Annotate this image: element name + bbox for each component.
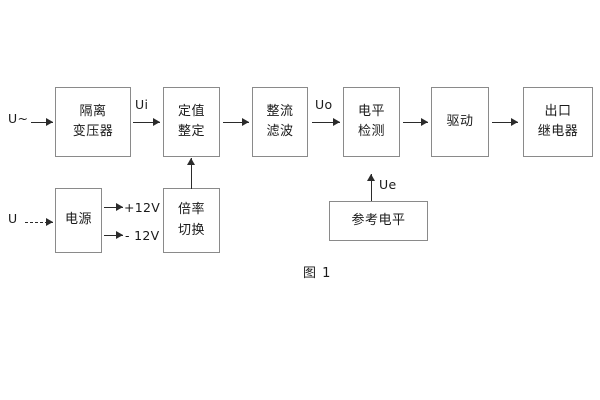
arrow-shaft: [403, 122, 428, 124]
block-label-line-1: 出口: [544, 103, 572, 119]
arrow-shaft: [104, 235, 123, 237]
signal-label-ui: Ui: [135, 97, 149, 112]
arrow-head: [116, 203, 123, 211]
arrow-ac-input-to-isolation-transformer: [31, 118, 53, 127]
block-isolation-transformer[interactable]: 隔离 变压器: [55, 87, 131, 157]
signal-label-ue: Ue: [379, 177, 397, 192]
arrow-head: [333, 118, 340, 126]
block-label-line-1: 整流: [266, 103, 294, 119]
block-reference-level[interactable]: 参考电平: [329, 201, 428, 241]
arrow-power-supply-minus-12v: [104, 231, 123, 240]
arrow-dc-input-to-power-supply: [25, 218, 53, 227]
block-label-line-2: 切换: [177, 222, 205, 238]
arrow-head: [242, 118, 249, 126]
arrow-reference-level-to-level-detect: [367, 174, 376, 201]
signal-label-ac-input: U~: [8, 111, 29, 126]
arrow-drive-to-output-relay: [492, 118, 518, 127]
signal-label-plus-12v: +12V: [124, 200, 161, 215]
arrow-level-detect-to-drive: [403, 118, 428, 127]
signal-label-dc-input: U: [8, 211, 18, 226]
block-setpoint-adjust[interactable]: 定值 整定: [163, 87, 220, 157]
arrow-shaft: [371, 174, 373, 201]
arrow-shaft: [223, 122, 249, 124]
arrow-shaft: [25, 222, 53, 223]
arrow-head: [153, 118, 160, 126]
block-multiplier-switch[interactable]: 倍率 切换: [163, 188, 220, 253]
figure-caption: 图 1: [303, 266, 332, 281]
block-label-line-1: 隔离: [79, 103, 107, 119]
arrow-head: [511, 118, 518, 126]
arrow-shaft: [133, 122, 160, 124]
block-label-line-2: 检测: [357, 124, 385, 139]
arrow-shaft: [104, 207, 123, 209]
signal-label-minus-12v: - 12V: [125, 228, 160, 243]
block-label-line-2: 变压器: [72, 124, 114, 139]
block-output-relay[interactable]: 出口 继电器: [523, 87, 593, 157]
arrow-head: [46, 218, 53, 226]
arrow-isolation-transformer-to-setpoint-adjust: [133, 118, 160, 127]
block-power-supply[interactable]: 电源: [55, 188, 102, 253]
arrow-head: [367, 174, 375, 181]
block-level-detect[interactable]: 电平 检测: [343, 87, 400, 157]
block-rectify-filter[interactable]: 整流 滤波: [252, 87, 308, 157]
block-label-line-1: 定值: [177, 103, 205, 119]
arrow-setpoint-adjust-to-rectify-filter: [223, 118, 249, 127]
arrow-shaft: [492, 122, 518, 124]
arrow-rectify-filter-to-level-detect: [312, 118, 340, 127]
block-label-line-2: 继电器: [537, 124, 579, 139]
block-drive[interactable]: 驱动: [431, 87, 489, 157]
block-label-line-2: 整定: [177, 124, 205, 139]
arrow-shaft: [31, 122, 53, 124]
block-label-line-1: 电平: [357, 103, 385, 119]
signal-label-uo: Uo: [315, 97, 333, 112]
arrow-head: [116, 231, 123, 239]
block-label-line-1: 倍率: [177, 202, 205, 218]
block-label-line-1: 参考电平: [351, 212, 406, 228]
block-label-line-1: 电源: [64, 212, 92, 228]
arrow-power-supply-plus-12v: [104, 203, 123, 212]
arrow-shaft: [191, 158, 193, 189]
arrow-head: [187, 158, 195, 165]
block-label-line-1: 驱动: [446, 113, 474, 129]
arrow-multiplier-switch-to-setpoint-adjust: [187, 158, 196, 189]
arrow-head: [46, 118, 53, 126]
arrow-shaft: [312, 122, 340, 124]
block-label-line-2: 滤波: [266, 124, 294, 139]
arrow-head: [421, 118, 428, 126]
